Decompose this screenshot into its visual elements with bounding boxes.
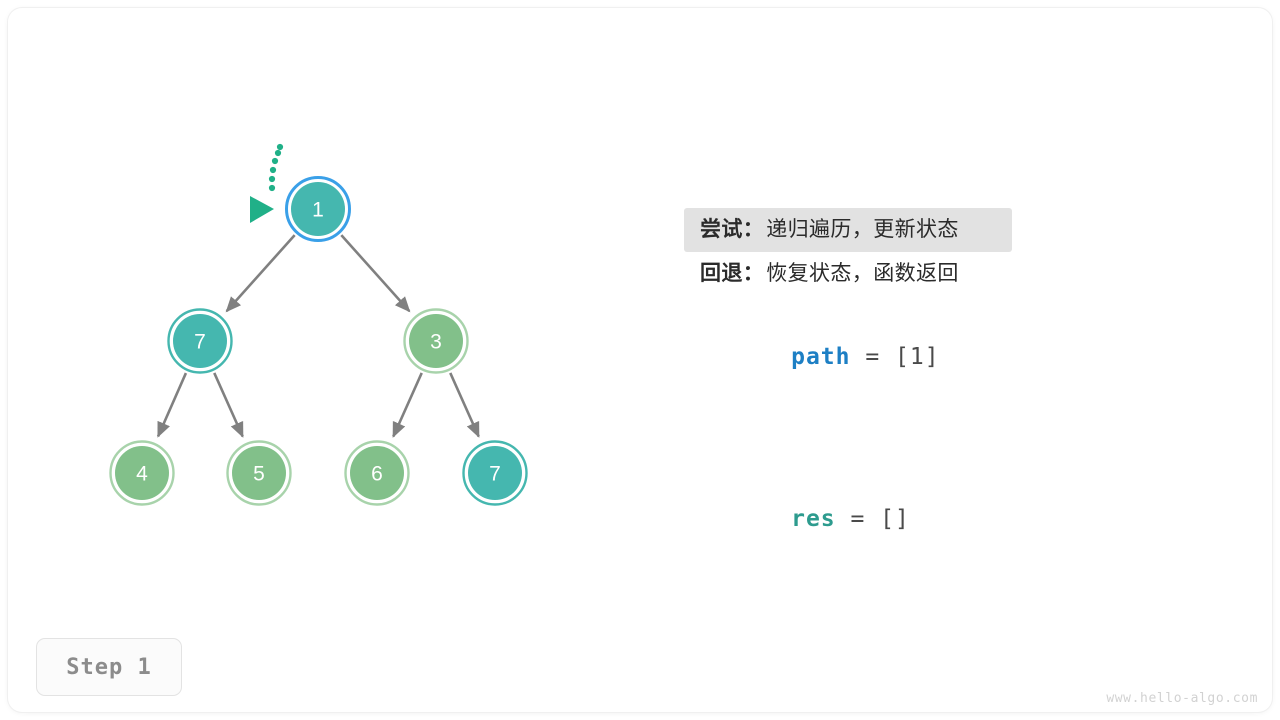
node-value-label: 5 <box>253 463 265 486</box>
try-label: 尝试： <box>700 218 765 241</box>
pointer-trail-dot <box>276 143 284 151</box>
backtrack-text: 恢复状态，函数返回 <box>766 262 959 285</box>
node-disc <box>291 182 345 236</box>
node-value-label: 1 <box>312 199 324 222</box>
res-variable: res <box>791 506 836 532</box>
tree-edge <box>340 234 411 313</box>
tree-node-7[interactable]: 7 <box>167 308 233 374</box>
node-value-label: 4 <box>136 463 148 486</box>
node-value-label: 3 <box>430 331 442 354</box>
node-ring <box>285 176 351 242</box>
tree-node-4[interactable]: 4 <box>109 440 175 506</box>
tree-node-7[interactable]: 7 <box>462 440 528 506</box>
binary-tree-diagram: 1 7 3 4 5 6 7 <box>109 143 528 506</box>
node-ring <box>167 308 233 374</box>
backtrack-label: 回退： <box>700 262 765 285</box>
node-ring <box>462 440 528 506</box>
try-text: 递归遍历，更新状态 <box>766 218 959 241</box>
tree-edges <box>156 234 480 438</box>
node-value-label: 6 <box>371 463 383 486</box>
node-ring <box>403 308 469 374</box>
watermark-text: www.hello-algo.com <box>1106 691 1258 706</box>
node-disc <box>350 446 404 500</box>
try-line: 尝试：递归遍历，更新状态 <box>684 208 1012 252</box>
tree-edge <box>213 372 244 438</box>
tree-node-1[interactable]: 1 <box>285 176 351 242</box>
pointer-trail-dot <box>271 157 279 165</box>
pointer-trail-dot <box>268 175 276 183</box>
node-disc <box>468 446 522 500</box>
node-ring <box>344 440 410 506</box>
tree-edge <box>225 234 296 313</box>
tree-node-6[interactable]: 6 <box>344 440 410 506</box>
tree-edge <box>156 372 188 438</box>
node-ring <box>109 440 175 506</box>
node-value-label: 7 <box>194 331 206 354</box>
backtrack-line: 回退：恢复状态，函数返回 <box>684 252 1012 296</box>
step-badge: Step 1 <box>36 638 182 696</box>
pointer-trail-dot <box>269 166 277 174</box>
tree-edge <box>392 372 423 438</box>
tree-edge <box>449 372 480 438</box>
tree-node-5[interactable]: 5 <box>226 440 292 506</box>
explanation-panel: 尝试：递归遍历，更新状态 回退：恢复状态，函数返回 path = [1] res… <box>684 208 1244 558</box>
path-variable: path <box>791 344 851 370</box>
tree-nodes: 1 7 3 4 5 6 7 <box>109 176 528 506</box>
pointer-trail-dot <box>274 149 282 157</box>
node-value-label: 7 <box>489 463 501 486</box>
recursion-pointer <box>250 143 284 223</box>
site-watermark: www.hello-algo.com <box>1106 691 1258 706</box>
path-value: = [1] <box>850 344 940 370</box>
step-label: Step 1 <box>66 654 152 680</box>
pointer-triangle-icon <box>250 196 274 223</box>
node-disc <box>173 314 227 368</box>
pointer-trail-dot <box>268 184 276 192</box>
node-disc <box>409 314 463 368</box>
path-state-line: path = [1] <box>684 318 1244 396</box>
tree-node-3[interactable]: 3 <box>403 308 469 374</box>
node-disc <box>115 446 169 500</box>
node-disc <box>232 446 286 500</box>
res-state-line: res = [] <box>684 480 1244 558</box>
node-ring <box>226 440 292 506</box>
res-value: = [] <box>835 506 910 532</box>
